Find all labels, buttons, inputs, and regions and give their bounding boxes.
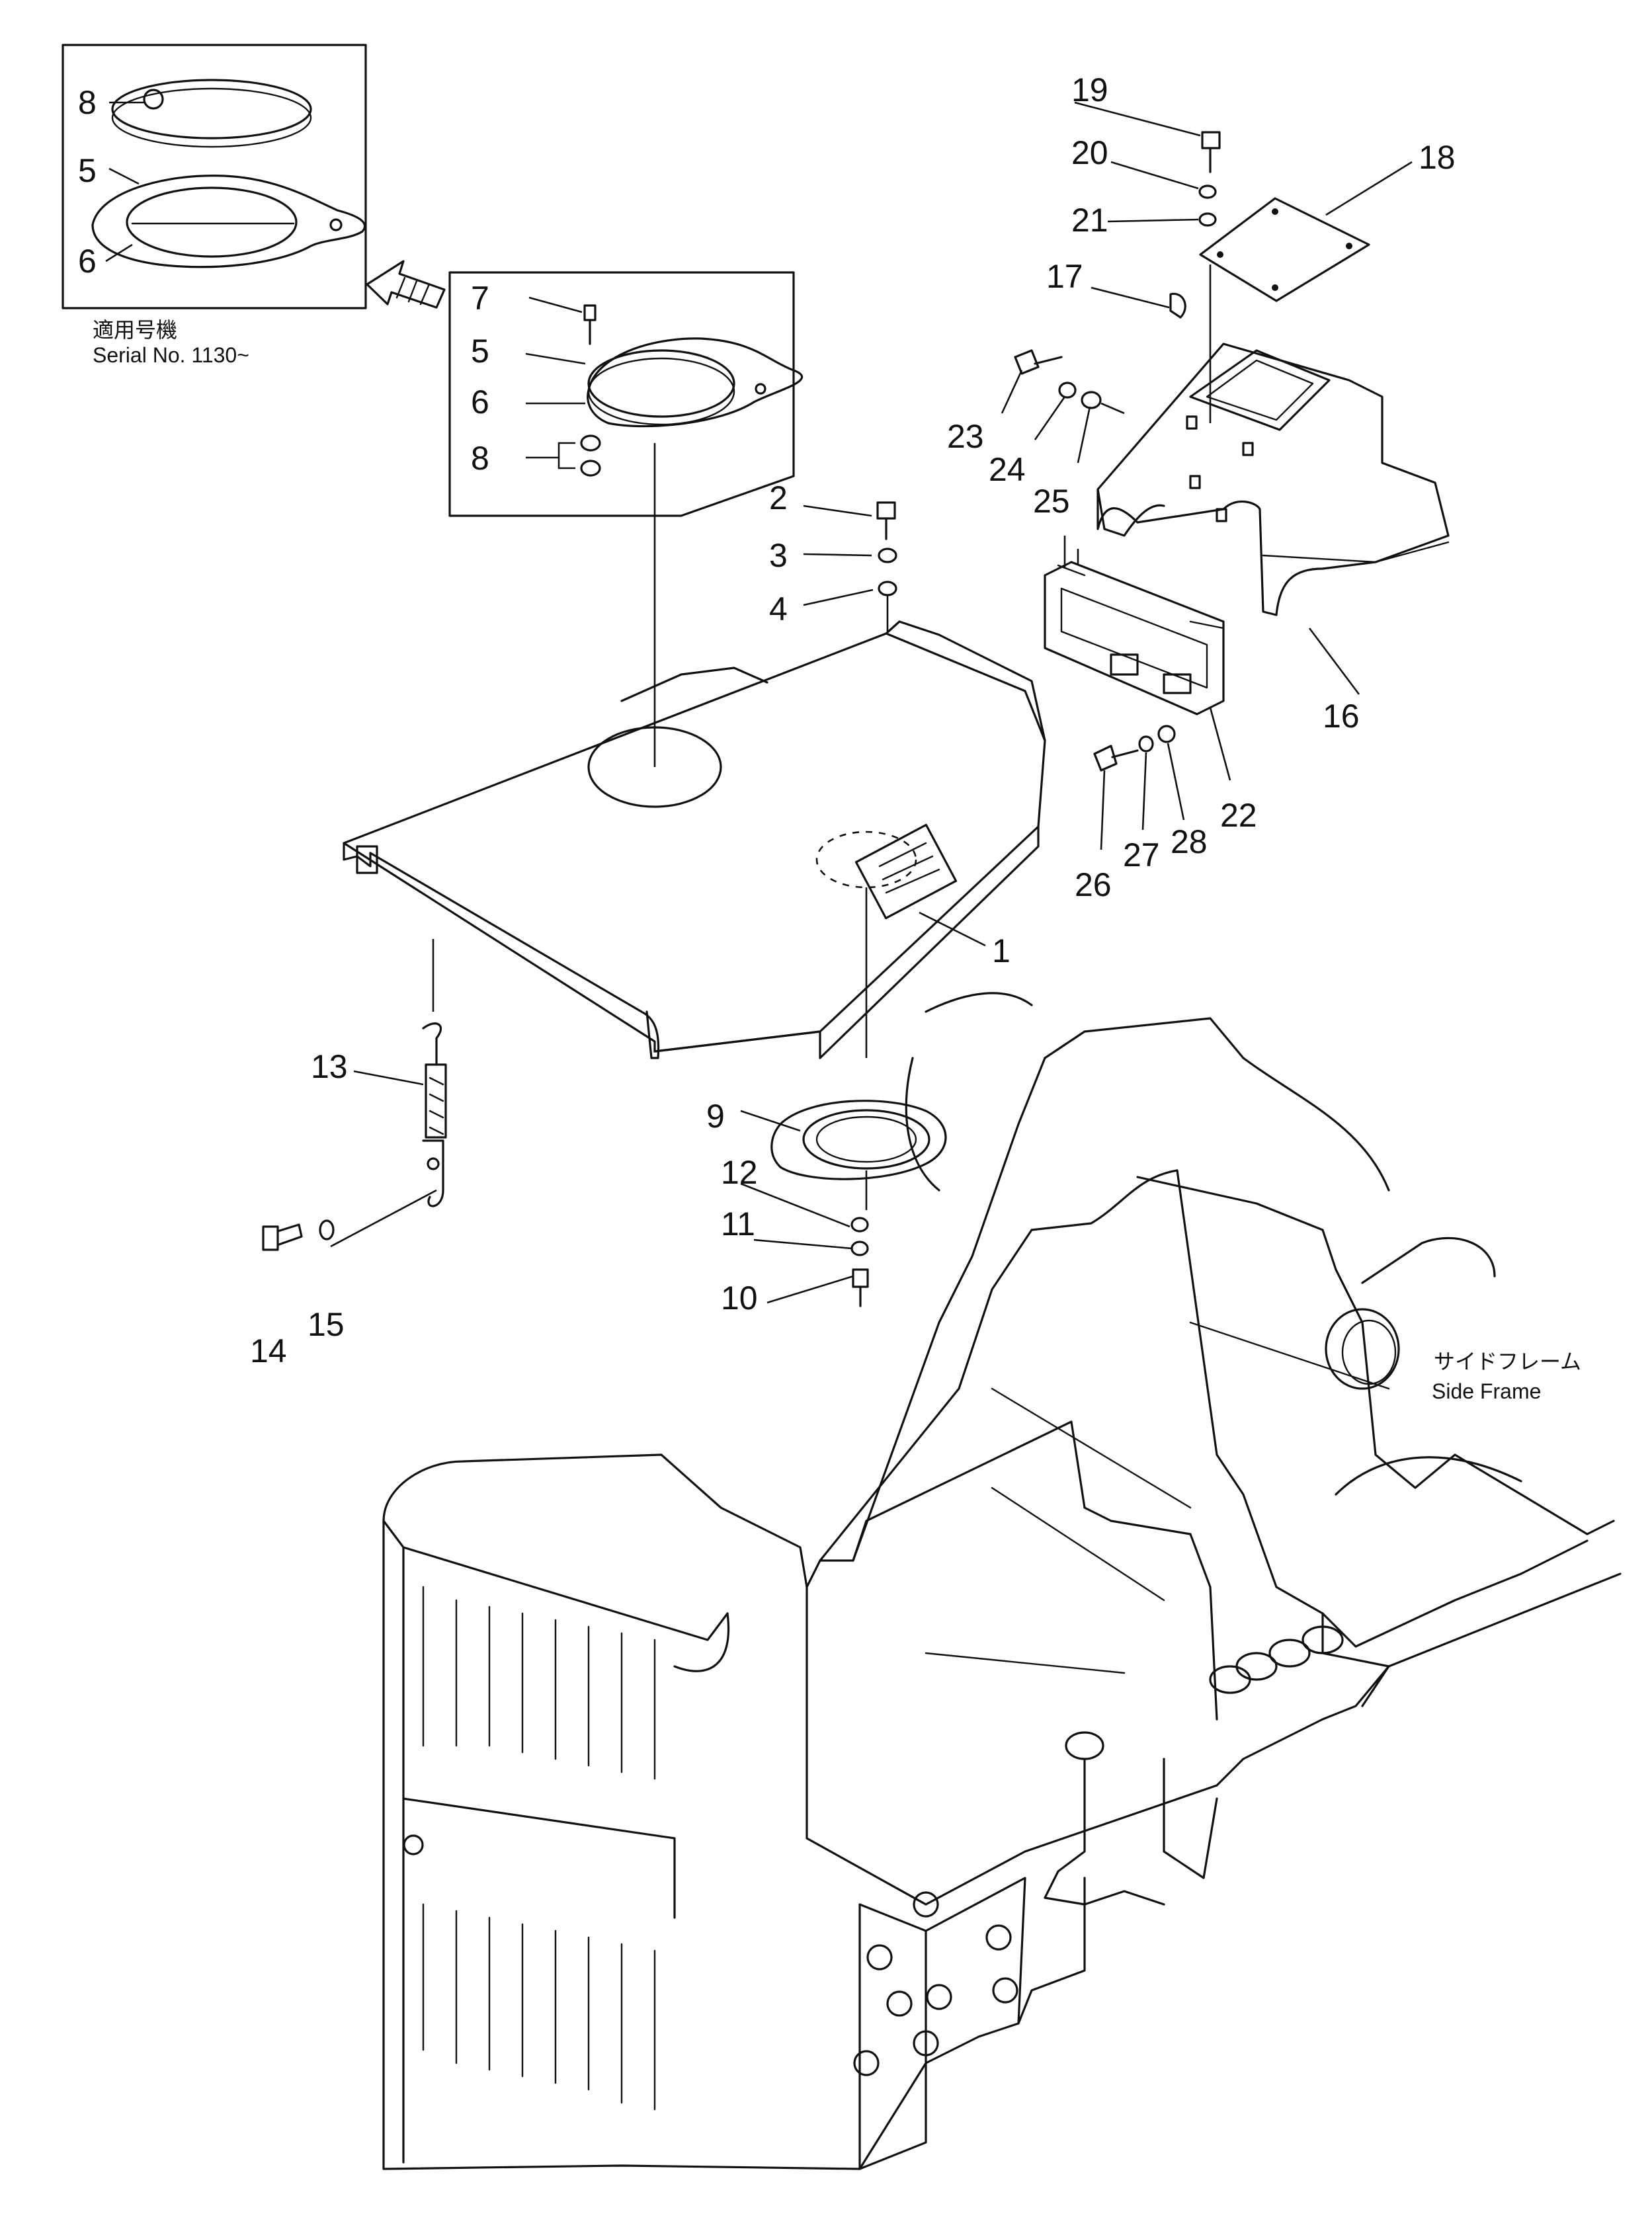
callout-14: 14: [250, 1332, 287, 1369]
callout-1: 1: [992, 932, 1011, 969]
callout-16: 16: [1323, 698, 1360, 735]
callout-7: 7: [471, 280, 489, 317]
callout-10: 10: [721, 1280, 758, 1317]
hood-cover: [343, 620, 1046, 1059]
leader-lines: [105, 101, 1413, 1304]
callout-3: 3: [769, 537, 788, 574]
callout-28: 28: [1171, 823, 1208, 860]
cover-plate-18: [1199, 197, 1370, 302]
callout-24: 24: [989, 451, 1026, 488]
callouts: 8 5 6 7 5 6 8 2 3 4 1 9 12 11 10 13 14 1…: [78, 71, 1456, 1369]
callout-9: 9: [706, 1098, 725, 1135]
callout-8: 8: [471, 440, 489, 477]
bolt-19: [1201, 131, 1221, 173]
callout-5-inset: 5: [78, 152, 97, 189]
callout-11: 11: [721, 1205, 755, 1242]
callout-23: 23: [947, 418, 984, 455]
detail-box: [448, 271, 804, 517]
side-frame-label-en: Side Frame: [1432, 1379, 1541, 1403]
bolt-14: [262, 1223, 303, 1251]
callout-27: 27: [1123, 836, 1160, 874]
inset-box: [62, 44, 367, 309]
callout-22: 22: [1220, 797, 1257, 834]
callout-6-inset: 6: [78, 243, 97, 280]
spring-13: [422, 1022, 447, 1207]
callout-4: 4: [769, 590, 788, 628]
bolt-23: [1014, 349, 1063, 375]
callout-12: 12: [721, 1154, 758, 1191]
callout-18: 18: [1419, 139, 1456, 176]
inset-note-jp: 適用号機: [93, 318, 177, 342]
callout-5: 5: [471, 333, 489, 370]
bolt-2: [876, 501, 896, 540]
callout-13: 13: [311, 1048, 348, 1085]
callout-21: 21: [1071, 202, 1108, 239]
callout-19: 19: [1071, 71, 1108, 108]
callout-25: 25: [1033, 483, 1070, 520]
callout-6: 6: [471, 384, 489, 421]
callout-2: 2: [769, 479, 788, 516]
bolt-10: [852, 1268, 869, 1307]
reference-arrow-icon: [366, 260, 446, 309]
inset-note-en: Serial No. 1130~: [93, 343, 249, 367]
bracket-housing-16: [1096, 343, 1450, 616]
callout-20: 20: [1071, 134, 1108, 171]
callout-26: 26: [1075, 866, 1112, 903]
bolt-26: [1093, 745, 1139, 772]
side-frame-label-jp: サイドフレーム: [1434, 1350, 1581, 1373]
callout-8-inset: 8: [78, 84, 97, 121]
callout-17: 17: [1046, 258, 1083, 295]
lower-ring: [770, 1100, 947, 1180]
side-frame: [382, 992, 1622, 2170]
panel-22: [1044, 561, 1225, 715]
callout-15: 15: [308, 1306, 345, 1343]
